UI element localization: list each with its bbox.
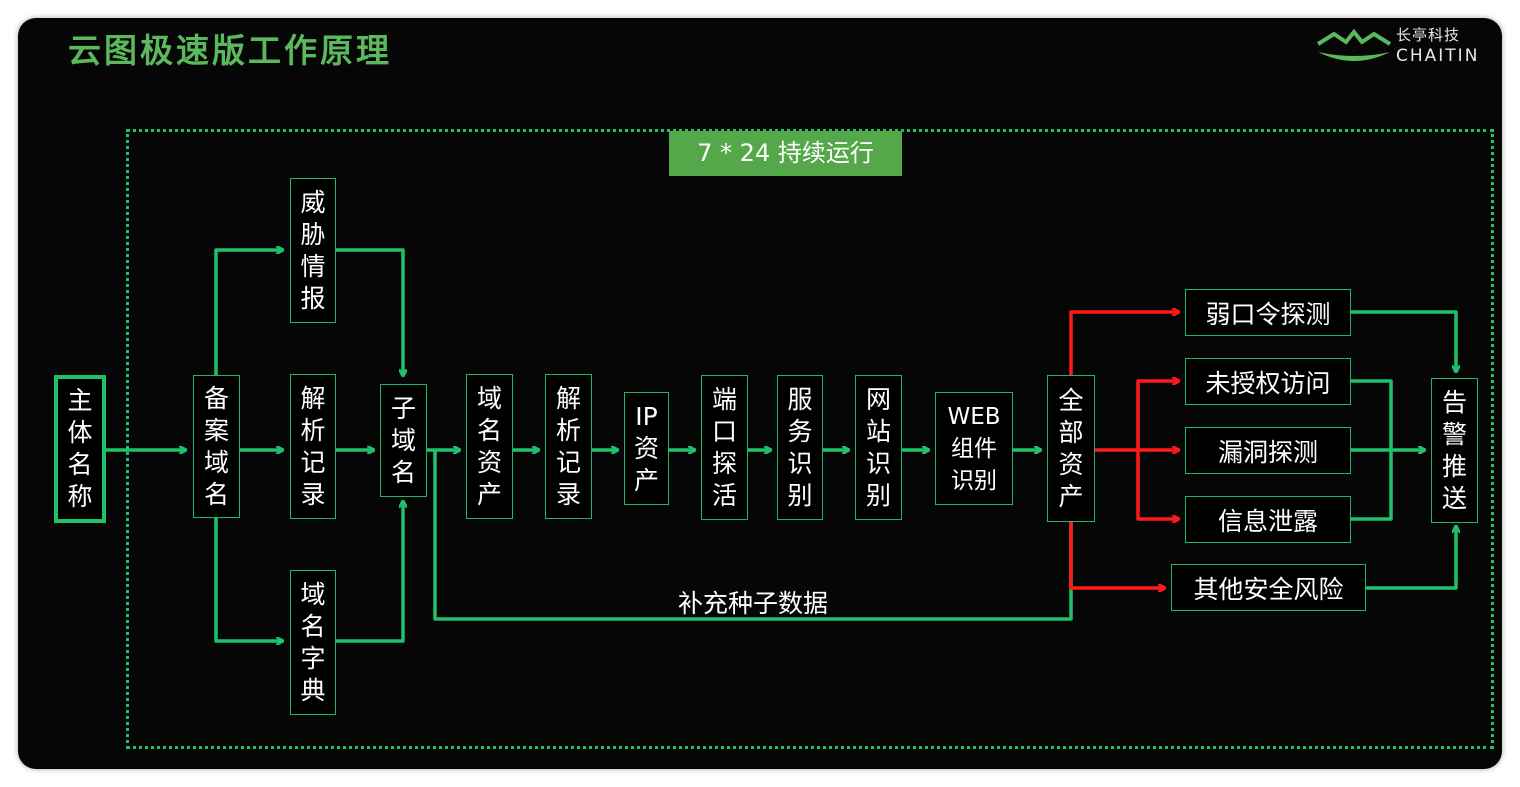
flow-arrows [106,18,1502,769]
node-other-risk: 其他安全风险 [1171,564,1366,611]
node-vuln-detect: 漏洞探测 [1185,427,1351,474]
arrow-all-other [1069,522,1164,588]
arrow-branch-unauth [1136,381,1178,450]
node-domain-dict: 域名字典 [290,570,336,715]
node-weak-password: 弱口令探测 [1185,289,1351,336]
logo-en-text: CHAITIN [1396,46,1480,66]
arrow-filing-dict [214,518,282,641]
node-site-identify: 网站识别 [855,375,902,520]
node-threat-intel: 威胁情报 [290,178,336,323]
arrow-filing-threat [214,250,282,375]
node-dns-record: 解析记录 [290,374,336,519]
continuous-operation-frame [126,129,1494,749]
node-ip-asset: IP资产 [624,392,669,505]
node-domain-asset: 域名资产 [466,374,513,519]
chaitin-logo-icon [1316,28,1392,61]
logo-cn-text: 长亭科技 [1396,26,1461,44]
node-subdomain: 子域名 [380,384,427,497]
arrow-threat-subdomain [336,248,403,375]
node-web-component: WEB组件识别 [935,392,1013,505]
node-filing-domain: 备案域名 [193,375,240,518]
arrow-other-alert [1366,527,1456,590]
node-alert-push: 告警推送 [1431,378,1478,523]
node-subject-name: 主体名称 [54,375,106,523]
arrow-dict-subdomain [336,502,403,643]
operation-banner: 7 * 24 持续运行 [669,131,902,176]
node-info-leak: 信息泄露 [1185,496,1351,543]
node-all-assets: 全部资产 [1047,375,1095,522]
arrow-branch-leak [1136,450,1178,519]
chaitin-logo: 长亭科技 CHAITIN [1314,24,1477,68]
arrow-all-weakpwd [1069,312,1178,375]
page-title: 云图极速版工作原理 [68,31,392,70]
node-service-identify: 服务识别 [777,375,823,520]
node-dns-record-2: 解析记录 [545,374,592,519]
node-unauthorized-access: 未授权访问 [1185,358,1351,405]
supplement-seed-label: 补充种子数据 [678,589,829,618]
arrow-weakpwd-alert [1351,310,1456,371]
node-port-probe: 端口探活 [701,375,748,520]
slide: 云图极速版工作原理 长亭科技 CHAITIN 7 * 24 持续运行 [18,18,1502,769]
